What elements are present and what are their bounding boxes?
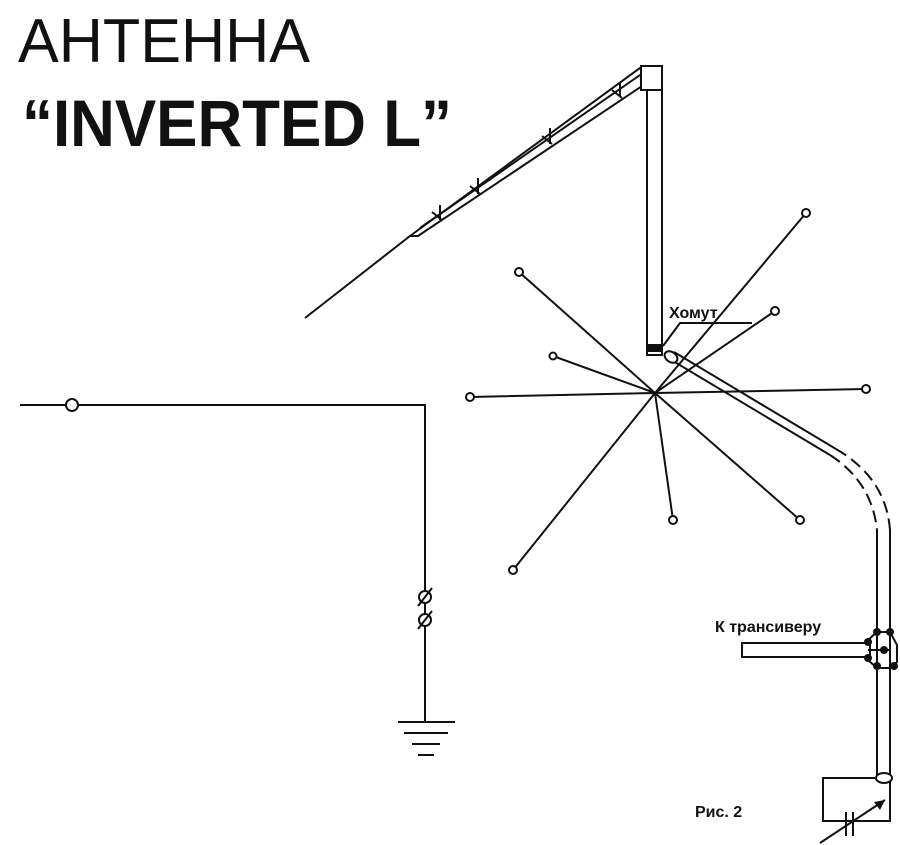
ground-icon bbox=[398, 721, 455, 756]
title-line-2: “INVERTED L” bbox=[22, 86, 452, 160]
to-transceiver-label: К трансиверу bbox=[715, 619, 821, 636]
equivalent-circuit bbox=[20, 398, 455, 756]
clamp-mark bbox=[647, 344, 662, 352]
title-line-1: АНТЕННА bbox=[18, 7, 311, 76]
clamp-label: Хомут bbox=[669, 305, 718, 322]
capacitor-symbol bbox=[417, 587, 433, 630]
clamp-leader bbox=[662, 322, 752, 347]
radials bbox=[465, 208, 871, 575]
figure-label: Рис. 2 bbox=[695, 804, 742, 821]
vertical-mast bbox=[640, 65, 663, 356]
coax-feed bbox=[663, 350, 893, 784]
transceiver-junction bbox=[741, 628, 898, 670]
tuning-capacitor bbox=[819, 777, 891, 844]
